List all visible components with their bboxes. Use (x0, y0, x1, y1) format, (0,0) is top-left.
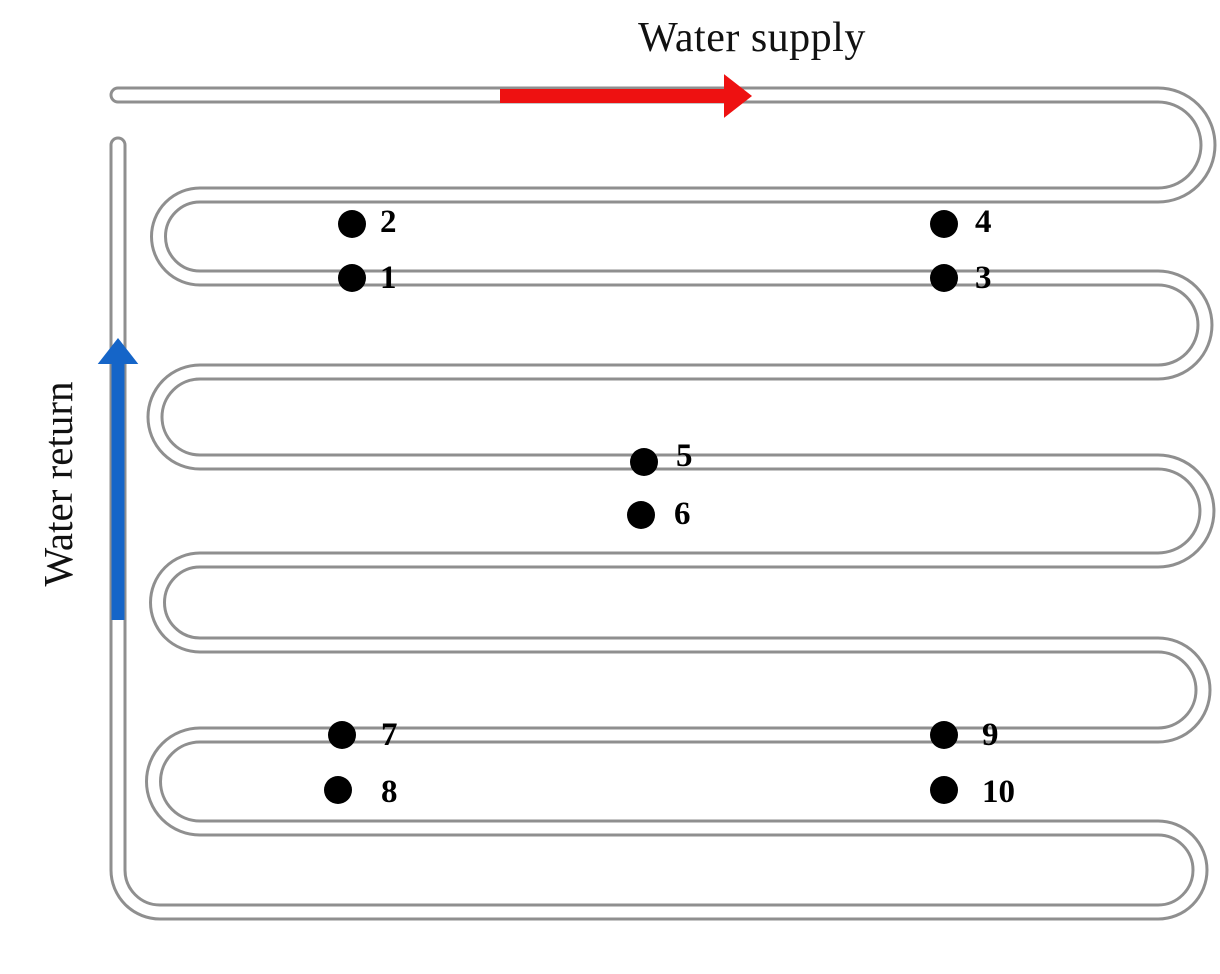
sensor-dot-9[interactable] (930, 721, 958, 749)
pipe-path-group (109, 86, 1217, 921)
sensor-label-5: 5 (676, 438, 693, 474)
sensor-dot-6[interactable] (627, 501, 655, 529)
sensor-label-2: 2 (380, 204, 397, 240)
sensor-dot-8[interactable] (324, 776, 352, 804)
water-supply-label: Water supply (0, 14, 1220, 62)
sensor-dot-7[interactable] (328, 721, 356, 749)
sensor-dot-10[interactable] (930, 776, 958, 804)
sensor-dot-1[interactable] (338, 264, 366, 292)
sensor-label-3: 3 (975, 260, 992, 296)
sensor-dot-5[interactable] (630, 448, 658, 476)
water-supply-arrow (500, 74, 752, 118)
sensor-label-1: 1 (380, 260, 397, 296)
sensor-dot-group (324, 210, 958, 804)
sensor-label-4: 4 (975, 204, 992, 240)
sensor-label-9: 9 (982, 717, 999, 753)
sensor-dot-4[interactable] (930, 210, 958, 238)
flow-arrow-group (97, 74, 752, 620)
sensor-dot-3[interactable] (930, 264, 958, 292)
sensor-dot-2[interactable] (338, 210, 366, 238)
sensor-label-7: 7 (381, 717, 398, 753)
water-supply-label-text: Water supply (638, 15, 866, 61)
pipe-inner-bore (112, 89, 1214, 918)
sensor-label-6: 6 (674, 496, 691, 532)
sensor-label-8: 8 (381, 774, 398, 810)
water-return-label: Water return (35, 381, 81, 587)
water-return-arrow (97, 338, 139, 620)
sensor-label-10: 10 (982, 774, 1015, 810)
pipe-outer-wall (109, 86, 1217, 921)
